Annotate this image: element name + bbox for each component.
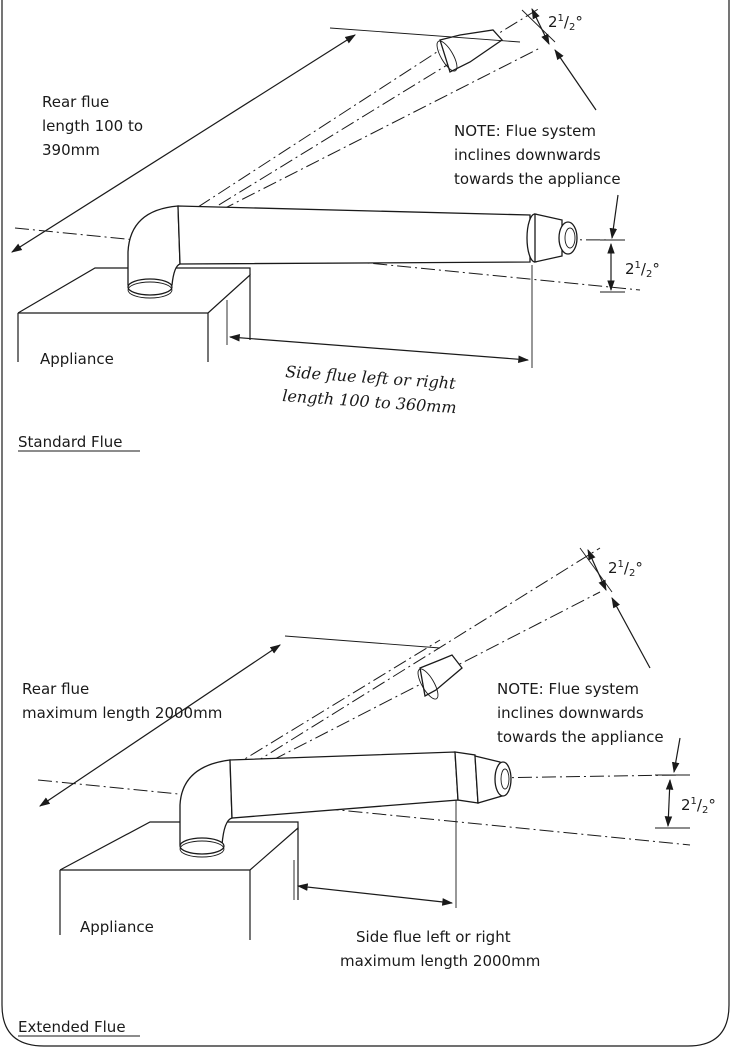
extended-appliance-label: Appliance <box>80 918 154 936</box>
standard-rear-label-1: Rear flue <box>42 93 109 111</box>
extended-rear-incline-line <box>229 591 601 783</box>
standard-note-2: inclines downwards <box>454 146 601 164</box>
extended-note-2: inclines downwards <box>497 704 644 722</box>
extended-note-3: towards the appliance <box>497 728 664 746</box>
standard-note-leader <box>554 49 597 111</box>
extended-note-leader <box>611 597 651 669</box>
extended-side-pipe <box>229 751 459 819</box>
standard-rear-label-2: length 100 to <box>42 117 143 135</box>
standard-note-3: towards the appliance <box>454 170 621 188</box>
extended-side-angle-label: 21/2° <box>681 796 716 816</box>
extended-side-label-1: Side flue left or right <box>356 928 511 946</box>
standard-rear-incline-line <box>177 47 541 233</box>
standard-flue-figure: Rear flue length 100 to 390mm 21/2° NOTE… <box>11 7 660 452</box>
standard-caption: Standard Flue <box>18 433 123 451</box>
extended-rear-centreline <box>229 547 601 779</box>
extended-rear-label-2: maximum length 2000mm <box>22 704 222 722</box>
standard-rear-outer-line <box>177 49 441 221</box>
extended-side-angle-dim <box>664 778 674 828</box>
extended-elbow <box>179 759 233 846</box>
extended-rear-outer-line <box>229 639 441 769</box>
standard-side-angle-arrow-top <box>609 194 619 240</box>
standard-rear-dimension <box>11 34 356 253</box>
extended-rear-dimension <box>39 644 281 807</box>
standard-side-dimension <box>228 333 530 364</box>
extended-side-dimension <box>296 883 454 906</box>
standard-note-1: NOTE: Flue system <box>454 122 596 140</box>
extended-rear-terminal <box>419 654 463 698</box>
extended-flue-figure: Rear flue maximum length 2000mm 21/2° NO… <box>18 547 716 1037</box>
standard-rear-terminal <box>439 29 503 73</box>
standard-elbow <box>127 205 181 286</box>
standard-side-pipe <box>177 205 531 265</box>
extended-side-angle-arrow-top <box>671 737 681 774</box>
standard-angle-top-label: 21/2° <box>548 13 583 33</box>
extended-angle-top-label: 21/2° <box>608 559 643 579</box>
extended-side-label-2: maximum length 2000mm <box>340 952 540 970</box>
standard-side-angle-label: 21/2° <box>625 260 660 280</box>
standard-appliance-label: Appliance <box>40 350 114 368</box>
extended-note-1: NOTE: Flue system <box>497 680 639 698</box>
extended-angle-top-arrow <box>587 549 607 591</box>
standard-rear-label-3: 390mm <box>42 141 100 159</box>
standard-angle-top-arrow <box>531 8 550 45</box>
extended-rear-label-1: Rear flue <box>22 680 89 698</box>
extended-caption: Extended Flue <box>18 1018 126 1036</box>
